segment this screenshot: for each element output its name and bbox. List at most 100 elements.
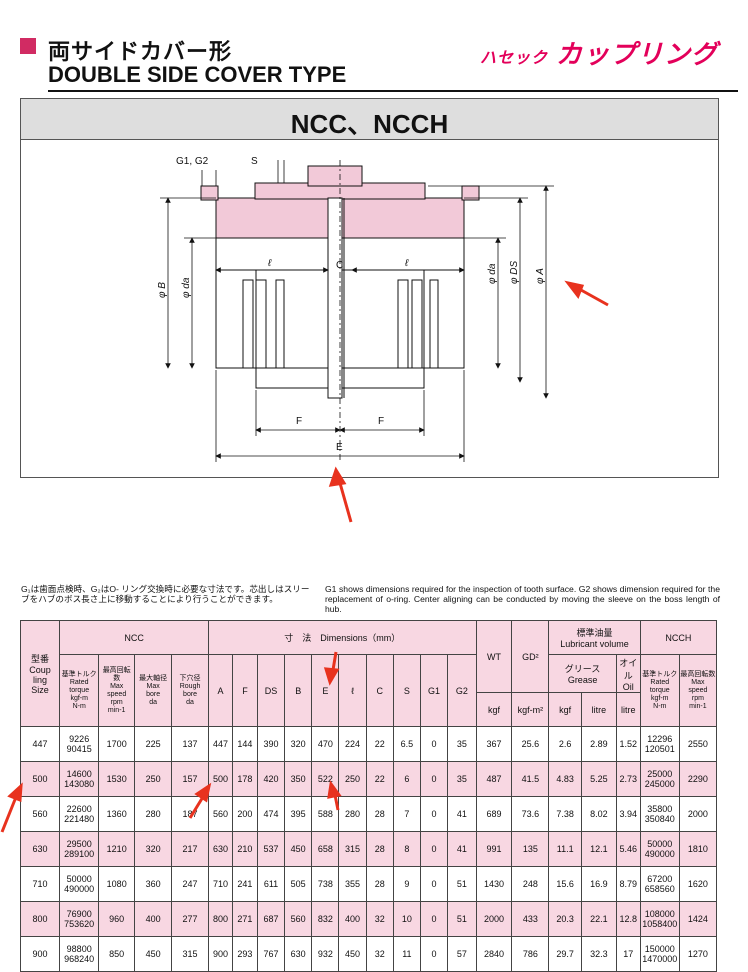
annotation-arrow-bottom xyxy=(328,466,353,523)
table-cell: 500 xyxy=(208,761,233,797)
table-cell: 217 xyxy=(171,831,210,867)
table-cell: 8.02 xyxy=(580,796,617,832)
table-cell: 35800 350840 xyxy=(639,796,680,832)
table-cell: 355 xyxy=(338,866,367,902)
brand-logo: ハセックカップリング xyxy=(480,34,718,71)
th-size: 型番 Coup ling Size xyxy=(19,620,61,727)
th-litre2: litre xyxy=(615,692,641,727)
table-cell: 738 xyxy=(311,866,340,902)
header-square-icon xyxy=(20,38,36,54)
table-cell: 630 xyxy=(19,831,61,867)
th-torque2: 基準トルク Rated torque kgf-m N-m xyxy=(639,654,680,727)
annotation-arrow-e xyxy=(323,651,340,686)
th-grease: グリース Grease xyxy=(548,654,617,693)
table-cell: 786 xyxy=(511,936,550,972)
header-rule xyxy=(48,90,738,92)
table-cell: 5.46 xyxy=(615,831,641,867)
table-cell: 1530 xyxy=(98,761,136,797)
table-cell: 390 xyxy=(256,726,286,762)
table-cell: 537 xyxy=(256,831,286,867)
th-dim-a: A xyxy=(208,654,233,727)
label-l-right: ℓ xyxy=(404,258,409,269)
label-phi-da-right: φ da xyxy=(487,263,498,284)
label-f-left: F xyxy=(296,416,302,427)
table-cell: 51 xyxy=(447,866,477,902)
table-cell: 505 xyxy=(284,866,313,902)
table-cell: 560 xyxy=(19,796,61,832)
annotation-arrow-table-e xyxy=(327,780,342,811)
table-cell: 6.5 xyxy=(392,726,421,762)
label-e: E xyxy=(336,442,343,453)
table-cell: 144 xyxy=(231,726,258,762)
table-cell: 0 xyxy=(419,761,449,797)
table-cell: 250 xyxy=(338,761,367,797)
table-cell: 315 xyxy=(171,936,210,972)
table-cell: 57 xyxy=(447,936,477,972)
table-cell: 0 xyxy=(419,936,449,972)
table-cell: 500 xyxy=(19,761,61,797)
label-phi-ds: φ DS xyxy=(509,260,520,284)
th-dim-s: S xyxy=(392,654,421,727)
annotation-arrow-left xyxy=(0,782,23,833)
table-cell: 522 xyxy=(311,761,340,797)
table-cell: 2000 xyxy=(678,796,718,832)
table-cell: 16.9 xyxy=(580,866,617,902)
table-cell: 470 xyxy=(311,726,340,762)
th-dim-g1: G1 xyxy=(419,654,449,727)
th-litre1: litre xyxy=(580,692,617,727)
table-cell: 241 xyxy=(231,866,258,902)
label-c: C xyxy=(336,260,343,271)
th-gd: GD² xyxy=(511,620,550,693)
table-cell: 767 xyxy=(256,936,286,972)
table-cell: 98800 968240 xyxy=(59,936,100,972)
table-cell: 1.52 xyxy=(615,726,641,762)
th-ncc: NCC xyxy=(59,620,210,655)
th-oil: オイル Oil xyxy=(615,654,641,693)
table-cell: 28 xyxy=(365,866,394,902)
table-cell: 200 xyxy=(231,796,258,832)
table-cell: 14600 143080 xyxy=(59,761,100,797)
table-cell: 932 xyxy=(311,936,340,972)
table-cell: 32 xyxy=(365,936,394,972)
table-cell: 2.6 xyxy=(548,726,582,762)
table-cell: 293 xyxy=(231,936,258,972)
th-rough: 下穴径 Rough bore da xyxy=(171,654,210,727)
table-cell: 22 xyxy=(365,726,394,762)
th-gd-unit: kgf-m² xyxy=(511,692,550,727)
table-cell: 73.6 xyxy=(511,796,550,832)
table-cell: 41.5 xyxy=(511,761,550,797)
table-cell: 1620 xyxy=(678,866,718,902)
table-cell: 11 xyxy=(392,936,421,972)
table-cell: 447 xyxy=(19,726,61,762)
figure-heading-band xyxy=(21,99,718,140)
table-cell: 2290 xyxy=(678,761,718,797)
table-cell: 395 xyxy=(284,796,313,832)
table-cell: 178 xyxy=(231,761,258,797)
table-cell: 225 xyxy=(134,726,173,762)
th-dim-g2: G2 xyxy=(447,654,477,727)
th-maxbore: 最大軸径 Max bore da xyxy=(134,654,173,727)
table-cell: 9226 90415 xyxy=(59,726,100,762)
label-phi-da-left: φ da xyxy=(181,277,192,298)
label-s: S xyxy=(251,156,258,167)
annotation-arrow-right xyxy=(564,280,609,307)
table-cell: 991 xyxy=(475,831,513,867)
table-cell: 850 xyxy=(98,936,136,972)
annotation-arrow-rough xyxy=(188,782,212,819)
brand-large: カップリング xyxy=(555,39,718,69)
table-cell: 2.73 xyxy=(615,761,641,797)
table-cell: 0 xyxy=(419,726,449,762)
table-cell: 187 xyxy=(171,796,210,832)
table-cell: 450 xyxy=(284,831,313,867)
table-cell: 689 xyxy=(475,796,513,832)
table-cell: 320 xyxy=(134,831,173,867)
table-cell: 450 xyxy=(134,936,173,972)
table-cell: 450 xyxy=(338,936,367,972)
figure-heading: NCC、NCCH xyxy=(290,109,449,139)
table-cell: 29500 289100 xyxy=(59,831,100,867)
table-cell: 22600 221480 xyxy=(59,796,100,832)
table-cell: 2.89 xyxy=(580,726,617,762)
